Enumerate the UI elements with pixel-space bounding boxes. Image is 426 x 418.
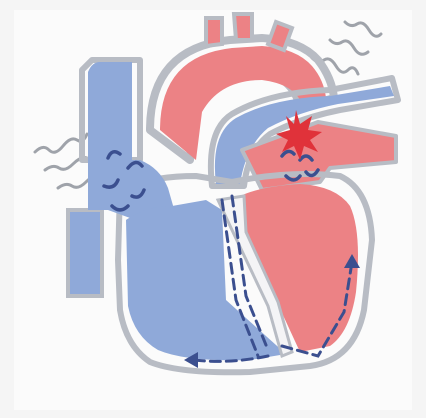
aortic-branch-1 xyxy=(206,18,222,46)
aortic-branch-2 xyxy=(234,14,252,40)
superior-vena-cava xyxy=(88,62,132,165)
inferior-vena-cava xyxy=(68,210,102,296)
